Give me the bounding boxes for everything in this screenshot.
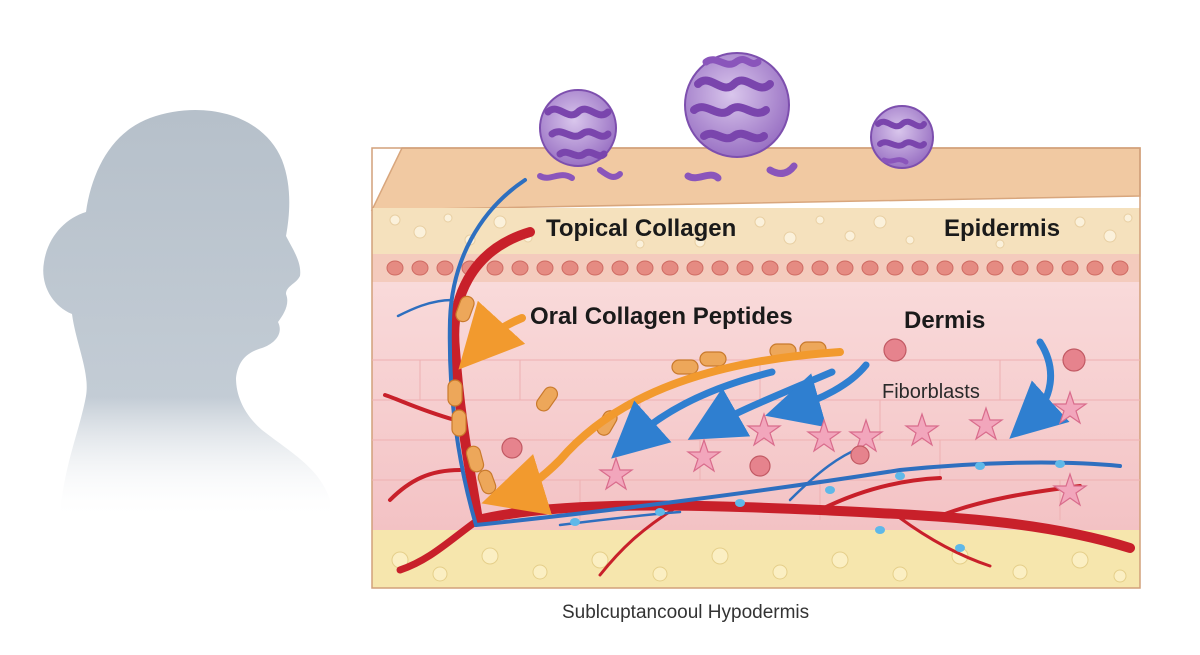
- collagen-molecule-right: [870, 105, 934, 169]
- artery-network: [383, 227, 1135, 577]
- blood-cells: [570, 460, 1065, 552]
- label-oral-collagen-peptides: Oral Collagen Peptides: [530, 303, 793, 330]
- hypodermis-fat-cells: [391, 547, 1127, 583]
- epidermis-cells: [389, 213, 1133, 249]
- flow-arrows: [611, 338, 1070, 459]
- woman-profile-silhouette-icon: [43, 110, 331, 521]
- fibroblast-star-icon: [598, 390, 1088, 507]
- label-hypodermis: Sublcuptancooul Hypodermis: [562, 602, 809, 623]
- oral-peptide-arrows: [458, 300, 844, 516]
- collagen-molecule-icon: [537, 52, 934, 182]
- label-epidermis: Epidermis: [944, 215, 1060, 242]
- collagen-molecule-center: [684, 52, 798, 182]
- skin-surface: [370, 147, 1141, 211]
- hypodermis-layer: [372, 530, 1140, 588]
- collagen-molecule-left: [537, 89, 623, 181]
- label-fibroblasts: Fiborblasts: [882, 381, 980, 403]
- label-topical-collagen: Topical Collagen: [546, 215, 736, 242]
- skin-cell-icon: [501, 338, 1086, 477]
- label-dermis: Dermis: [904, 307, 985, 334]
- basal-cell-row: [386, 260, 1129, 276]
